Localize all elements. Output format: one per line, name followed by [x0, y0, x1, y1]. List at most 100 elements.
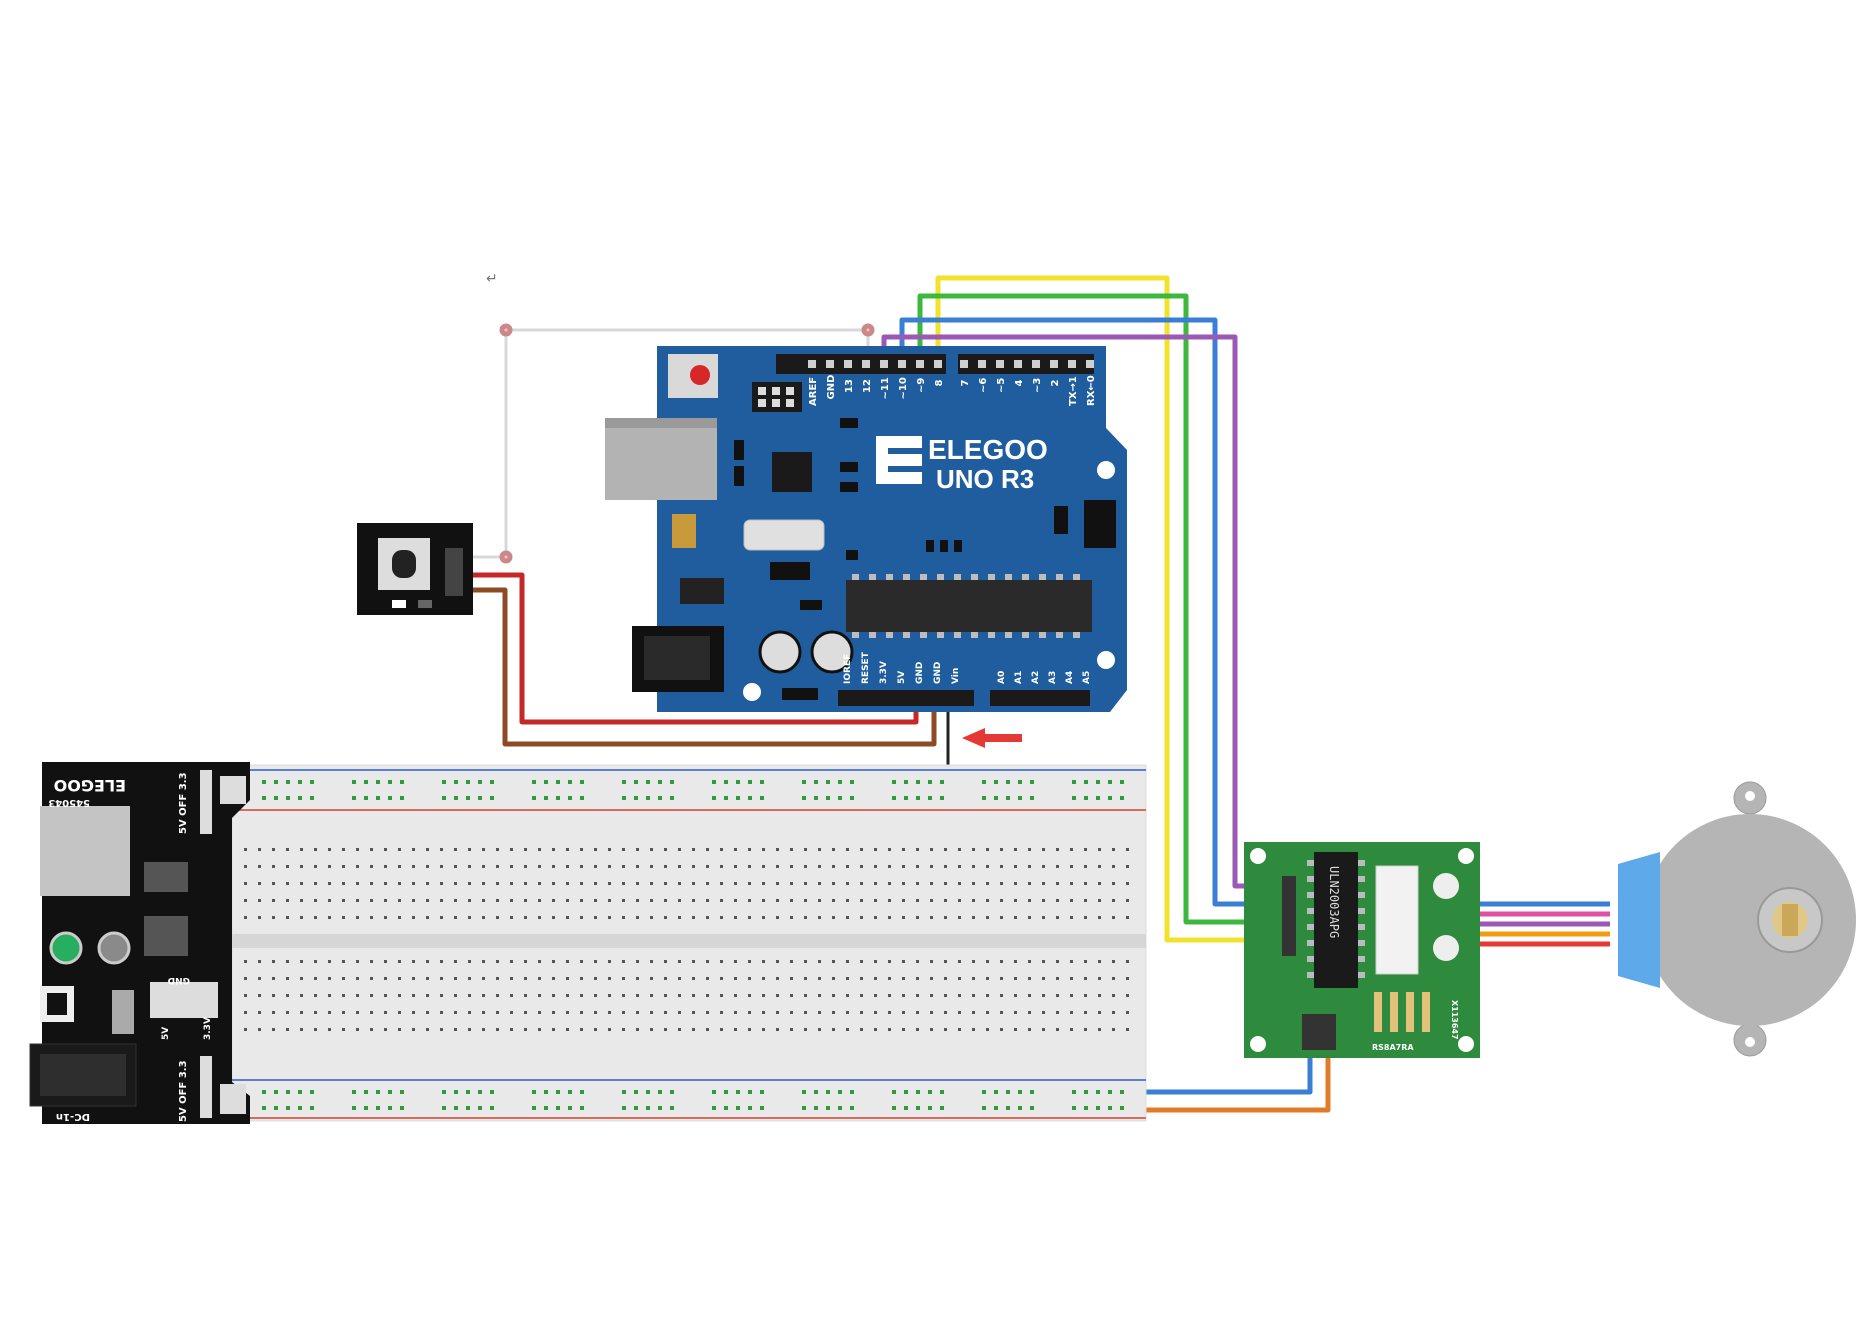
terminal-hole — [510, 865, 513, 868]
chip-pin — [971, 632, 978, 638]
power-switch-inner[interactable] — [47, 993, 67, 1015]
terminal-hole — [860, 960, 863, 963]
terminal-hole — [958, 899, 961, 902]
terminal-hole — [888, 960, 891, 963]
terminal-hole — [608, 1028, 611, 1031]
rail-hole — [736, 1106, 740, 1110]
terminal-hole — [930, 916, 933, 919]
terminal-hole — [328, 960, 331, 963]
terminal-hole — [468, 865, 471, 868]
terminal-hole — [748, 1011, 751, 1014]
terminal-hole — [1042, 899, 1045, 902]
terminal-hole — [426, 1011, 429, 1014]
terminal-hole — [1126, 1011, 1129, 1014]
reset-button-cap[interactable] — [690, 365, 710, 385]
terminal-hole — [636, 865, 639, 868]
driver-side-label: X113647 — [1450, 1000, 1459, 1040]
arduino-model: UNO R3 — [936, 464, 1034, 494]
terminal-hole — [888, 865, 891, 868]
rail-hole — [1006, 796, 1010, 800]
terminal-hole — [1014, 882, 1017, 885]
terminal-hole — [608, 994, 611, 997]
terminal-hole — [342, 960, 345, 963]
terminal-hole — [608, 916, 611, 919]
rail-hole — [556, 1090, 560, 1094]
terminal-hole — [1014, 1011, 1017, 1014]
chip-pin — [1022, 574, 1029, 580]
rail-hole — [940, 1106, 944, 1110]
terminal-hole — [1056, 977, 1059, 980]
chip-pin — [869, 632, 876, 638]
rail-hole — [760, 796, 764, 800]
terminal-hole — [370, 977, 373, 980]
header-pin-hole — [1050, 360, 1058, 368]
terminal-hole — [552, 1028, 555, 1031]
terminal-hole — [1098, 882, 1101, 885]
terminal-hole — [272, 899, 275, 902]
terminal-hole — [1070, 848, 1073, 851]
terminal-hole — [398, 916, 401, 919]
rail-hole — [724, 1090, 728, 1094]
rail-hole — [916, 796, 920, 800]
terminal-hole — [552, 977, 555, 980]
terminal-hole — [1084, 865, 1087, 868]
rail-hole — [286, 1106, 290, 1110]
rail-hole — [1120, 796, 1124, 800]
terminal-hole — [916, 960, 919, 963]
top-pin-label: TX→1 — [1068, 376, 1079, 406]
terminal-hole — [1014, 899, 1017, 902]
terminal-hole — [370, 1011, 373, 1014]
terminal-hole — [986, 994, 989, 997]
header-pin-hole — [880, 360, 888, 368]
rail-hole — [928, 1106, 932, 1110]
voltage-regulator — [680, 578, 724, 604]
terminal-hole — [258, 865, 261, 868]
terminal-hole — [874, 1028, 877, 1031]
terminal-hole — [496, 848, 499, 851]
terminal-hole — [762, 994, 765, 997]
rail-hole — [634, 796, 638, 800]
terminal-hole — [1014, 994, 1017, 997]
terminal-hole — [580, 1028, 583, 1031]
rail-hole — [646, 780, 650, 784]
terminal-hole — [538, 977, 541, 980]
rail-hole — [1030, 1090, 1034, 1094]
rail-hole — [1120, 1090, 1124, 1094]
terminal-hole — [580, 865, 583, 868]
terminal-hole — [664, 899, 667, 902]
terminal-hole — [1098, 899, 1101, 902]
terminal-hole — [538, 994, 541, 997]
terminal-hole — [636, 899, 639, 902]
top-pin-label: 4 — [1014, 380, 1025, 387]
header-pin-hole — [916, 360, 924, 368]
terminal-hole — [314, 865, 317, 868]
terminal-hole — [1028, 899, 1031, 902]
analog-pin-label: A2 — [1031, 671, 1041, 684]
terminal-hole — [1056, 916, 1059, 919]
rail-hole — [658, 796, 662, 800]
header-pin-hole — [996, 360, 1004, 368]
terminal-hole — [1070, 994, 1073, 997]
terminal-hole — [314, 960, 317, 963]
terminal-hole — [986, 865, 989, 868]
capacitor-tantalum — [672, 514, 696, 548]
rail-hole — [712, 1106, 716, 1110]
v33-label: 3.3V — [203, 1017, 213, 1040]
terminal-hole — [300, 865, 303, 868]
terminal-hole — [1000, 1011, 1003, 1014]
capacitor — [760, 632, 800, 672]
terminal-hole — [370, 994, 373, 997]
terminal-hole — [1014, 1028, 1017, 1031]
terminal-hole — [790, 960, 793, 963]
power-button[interactable] — [99, 933, 129, 963]
terminal-hole — [384, 916, 387, 919]
terminal-hole — [580, 960, 583, 963]
terminal-hole — [482, 899, 485, 902]
terminal-hole — [314, 848, 317, 851]
ir-receiver-module — [357, 523, 473, 615]
terminal-hole — [874, 994, 877, 997]
terminal-hole — [272, 960, 275, 963]
rail-hole — [376, 1090, 380, 1094]
terminal-hole — [916, 899, 919, 902]
rail-hole — [826, 780, 830, 784]
